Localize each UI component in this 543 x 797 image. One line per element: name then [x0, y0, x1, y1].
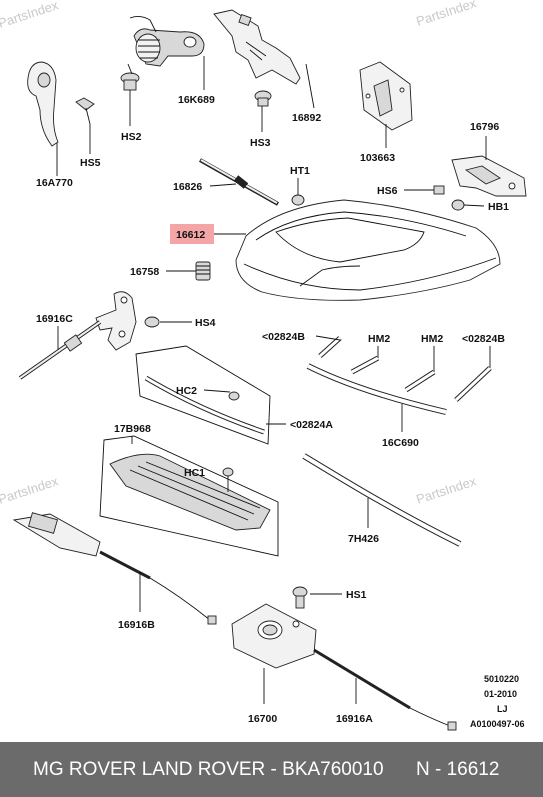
- label-hs3: HS3: [250, 137, 271, 149]
- part-16c690-seal: [306, 363, 447, 432]
- label-hb1: HB1: [488, 201, 509, 213]
- label-17b968: 17B968: [114, 423, 151, 435]
- svg-text:01-2010: 01-2010: [484, 689, 517, 699]
- part-hs6-bolt: [404, 185, 445, 195]
- label-hc2: HC2: [176, 385, 197, 397]
- parts-diagram: PartsIndex PartsIndex PartsIndex PartsIn…: [0, 0, 527, 731]
- label-hm2-right: HM2: [421, 333, 443, 345]
- label-16c690: 16C690: [382, 437, 419, 449]
- label-16700: 16700: [248, 713, 277, 725]
- label-16796: 16796: [470, 121, 499, 133]
- part-103663-pad: [359, 61, 413, 148]
- part-02824b-left-seal: [315, 335, 342, 358]
- part-16916c-release-cable: [18, 291, 137, 380]
- part-16a770-release-handle: [27, 61, 59, 176]
- part-02824a-seal-group: [135, 345, 286, 445]
- part-hc1-clip: [222, 467, 234, 492]
- part-16916b-release-cable: [12, 512, 217, 625]
- label-hm2-left: HM2: [368, 333, 390, 345]
- svg-text:5010220: 5010220: [484, 674, 519, 684]
- part-hs3-bolt: [254, 90, 272, 132]
- part-16612-hood-panel: [214, 199, 501, 301]
- part-16826-gas-strut: [199, 158, 279, 206]
- part-hs5-screw: [75, 97, 95, 154]
- part-7h426-seal: [302, 453, 462, 547]
- part-16k689-latch: [129, 15, 205, 90]
- label-16k689: 16K689: [178, 94, 215, 106]
- svg-text:LJ: LJ: [497, 704, 508, 714]
- part-ht1-clip: [291, 178, 305, 206]
- label-hs1: HS1: [346, 589, 367, 601]
- label-16758: 16758: [130, 266, 159, 278]
- label-hc1: HC1: [184, 467, 205, 479]
- part-16796-hinge: [451, 136, 527, 197]
- svg-text:A0100497-06: A0100497-06: [470, 719, 525, 729]
- label-103663: 103663: [360, 152, 395, 164]
- label-hs2: HS2: [121, 131, 142, 143]
- part-hm2-left-seal: [350, 346, 380, 375]
- label-hs6: HS6: [377, 185, 398, 197]
- label-ht1: HT1: [290, 165, 310, 177]
- part-16892-striker-bracket: [213, 9, 315, 109]
- part-16700-hood-lock: [231, 603, 317, 704]
- revision-note: 5010220 01-2010 LJ A0100497-06: [470, 674, 525, 729]
- label-hs4: HS4: [195, 317, 216, 329]
- part-16758-bump-stop: [166, 261, 211, 281]
- part-02824b-right-seal: [454, 346, 492, 402]
- label-16a770: 16A770: [36, 177, 73, 189]
- part-hc2-clip: [203, 389, 240, 401]
- watermark-mid-right: PartsIndex: [414, 473, 478, 507]
- label-02824a: <02824A: [290, 419, 333, 431]
- label-02824b-left: <02824B: [262, 331, 305, 343]
- footer-title: MG ROVER LAND ROVER - BKA760010: [33, 759, 384, 780]
- highlight-16612: [170, 224, 214, 244]
- watermark-mid-left: PartsIndex: [0, 473, 61, 507]
- label-hs5: HS5: [80, 157, 101, 169]
- label-16892: 16892: [292, 112, 321, 124]
- footer-bar: MG ROVER LAND ROVER - BKA760010 N - 1661…: [0, 742, 543, 797]
- label-16916b: 16916B: [118, 619, 155, 631]
- watermark-top-left: PartsIndex: [0, 0, 61, 31]
- part-hs1-bolt: [292, 586, 342, 609]
- part-hs4-screw: [144, 316, 192, 328]
- part-hs2-bolt: [120, 63, 140, 126]
- part-hm2-right-seal: [404, 346, 436, 393]
- part-hb1-bolt: [451, 199, 485, 211]
- part-16916a-release-cable: [313, 648, 457, 731]
- watermark-top-right: PartsIndex: [414, 0, 478, 29]
- part-17b968-cowl-grille: [99, 435, 279, 557]
- footer-part-number: N - 16612: [416, 759, 500, 780]
- label-16916c: 16916C: [36, 313, 73, 325]
- label-7h426: 7H426: [348, 533, 379, 545]
- label-16826: 16826: [173, 181, 202, 193]
- label-16612[interactable]: 16612: [176, 229, 205, 241]
- label-02824b-right: <02824B: [462, 333, 505, 345]
- label-16916a: 16916A: [336, 713, 373, 725]
